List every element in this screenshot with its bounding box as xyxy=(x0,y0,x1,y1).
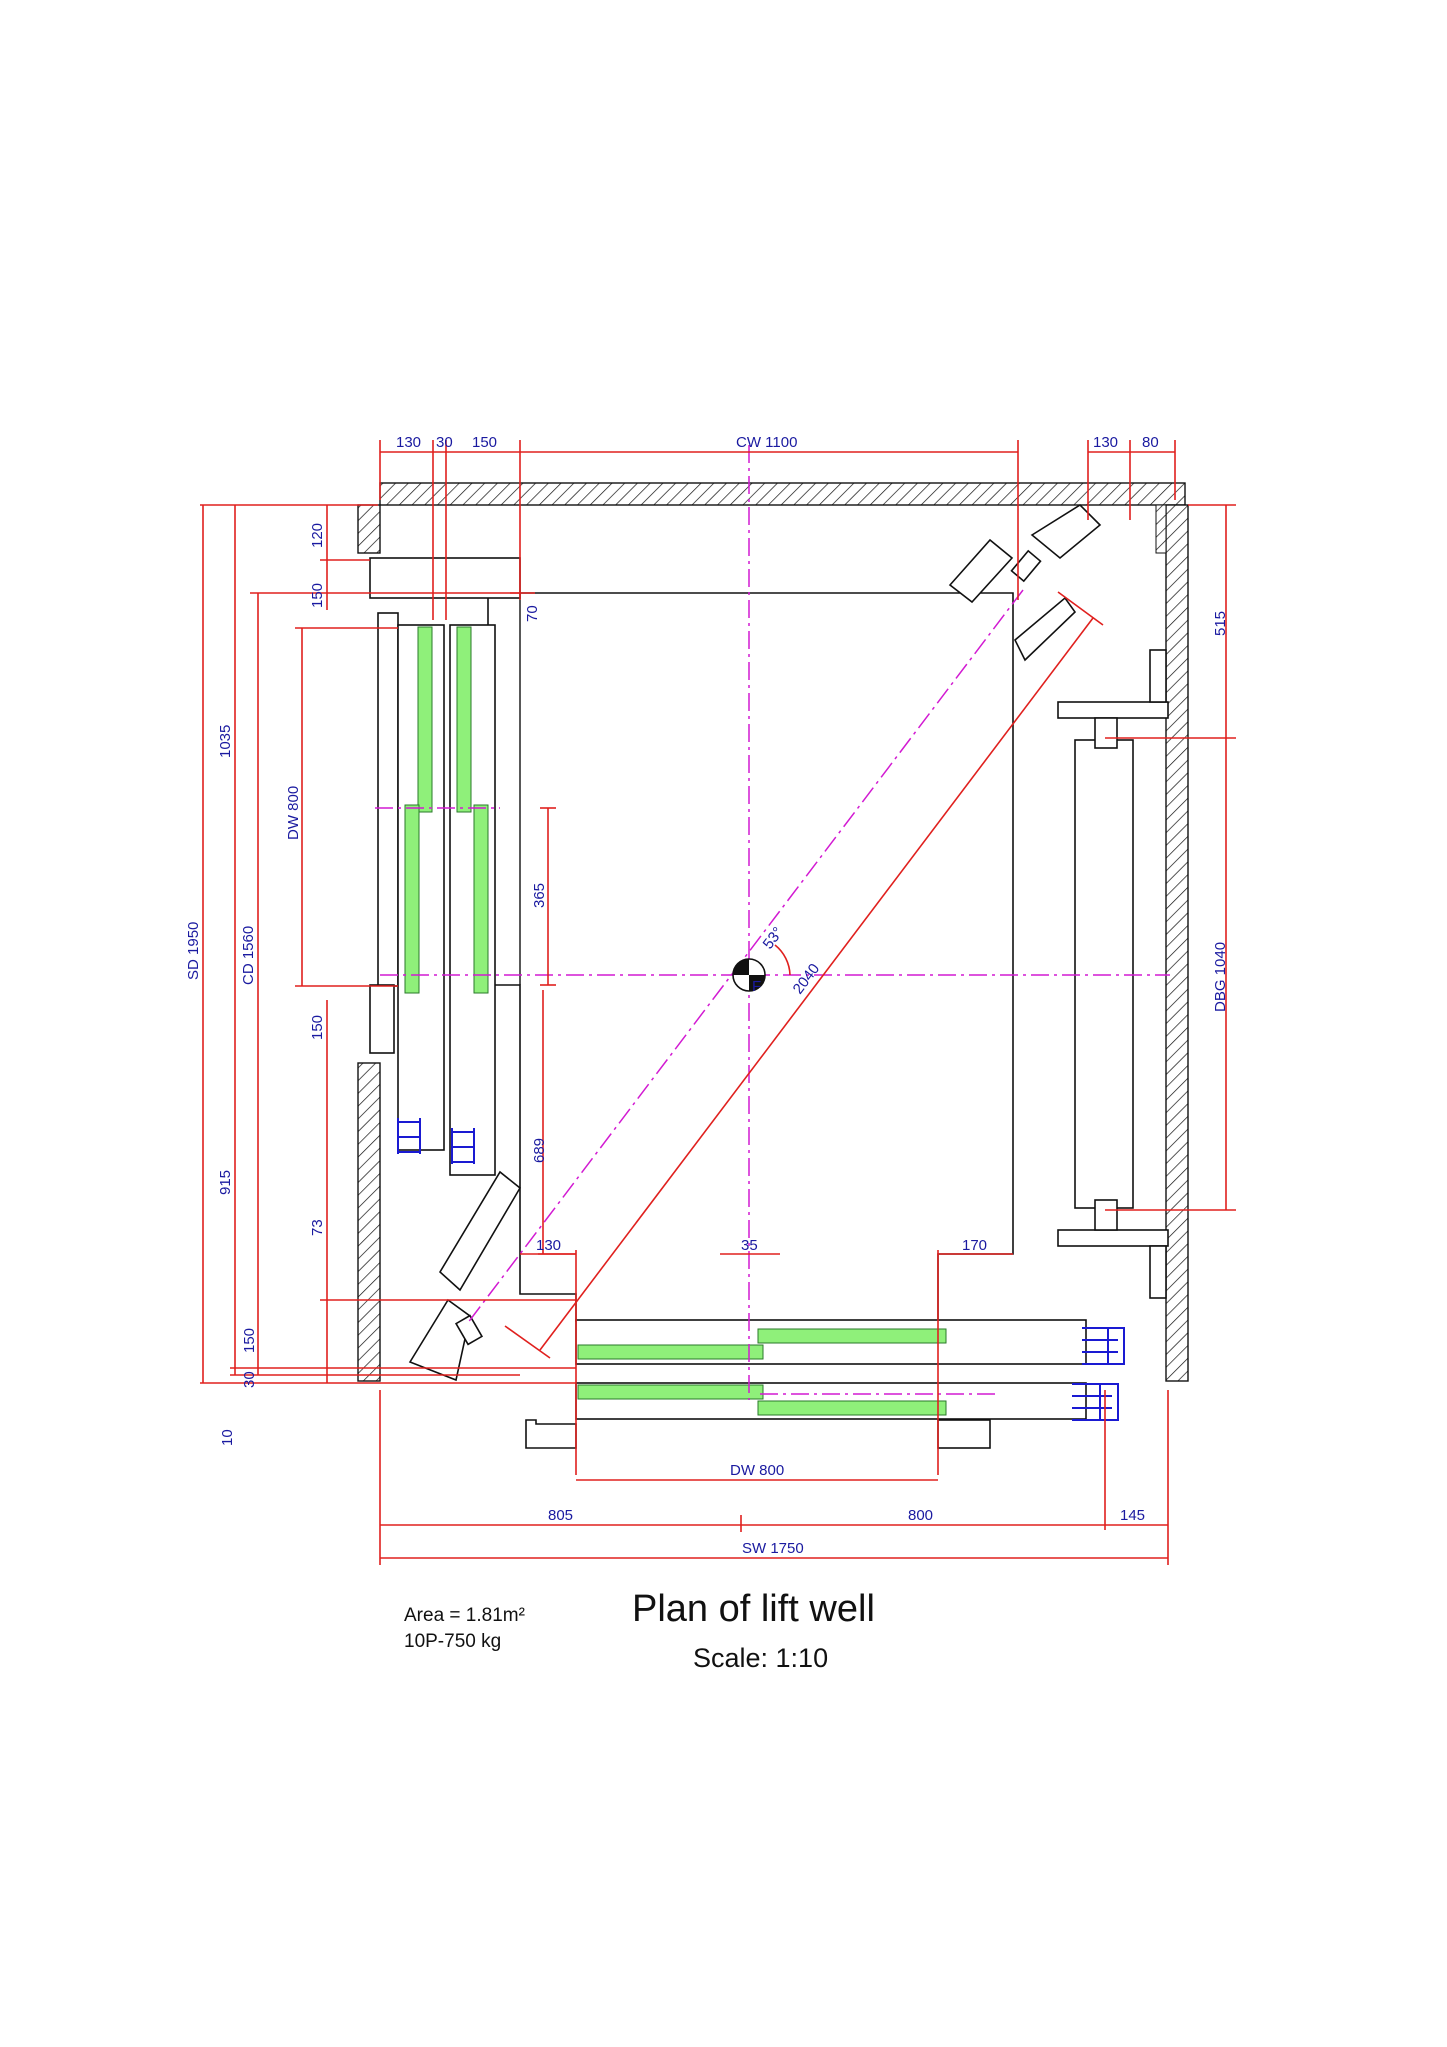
dim-right-515: 515 xyxy=(1212,611,1229,636)
door-panel xyxy=(404,804,420,994)
lift-car xyxy=(487,592,1014,1322)
left-door-assembly xyxy=(369,557,522,1382)
capacity-label: 10P-750 kg xyxy=(404,1631,501,1652)
door-panel xyxy=(577,1344,764,1360)
dim-top-cw: CW 1100 xyxy=(736,434,797,451)
dim-top-150: 150 xyxy=(472,434,497,451)
door-panel xyxy=(473,804,489,994)
door-panel xyxy=(757,1400,947,1416)
right-wall-ledge xyxy=(1155,504,1167,554)
shaft-walls xyxy=(357,482,1189,1382)
door-roller-icon xyxy=(397,1118,421,1154)
dim-top-r130: 130 xyxy=(1093,434,1118,451)
axis-lines xyxy=(375,445,1170,1400)
dim-left-73: 73 xyxy=(309,1219,326,1236)
dim-bot-sw: SW 1750 xyxy=(742,1540,804,1557)
door-panel xyxy=(417,626,433,813)
dimension-labels: 130 30 150 CW 1100 130 80 120 150 70 103… xyxy=(185,434,1229,1557)
door-roller-icon xyxy=(451,1128,475,1164)
door-roller-icon xyxy=(1072,1383,1119,1421)
dim-bot-145: 145 xyxy=(1120,1507,1145,1524)
counterweight-assembly xyxy=(948,503,1169,1299)
dim-left-sd: SD 1950 xyxy=(185,922,202,980)
left-wall-lower xyxy=(357,1062,381,1382)
dim-top-30: 30 xyxy=(436,434,453,451)
door-roller-icon xyxy=(1082,1327,1125,1365)
dim-bot-130: 130 xyxy=(536,1237,561,1254)
door-panel xyxy=(577,1384,764,1400)
dim-left-150c: 150 xyxy=(241,1328,258,1353)
dim-left-150a: 150 xyxy=(309,583,326,608)
dim-left-1035: 1035 xyxy=(217,725,234,758)
dim-mid-689: 689 xyxy=(531,1138,548,1163)
door-panel xyxy=(757,1328,947,1344)
caption: Area = 1.81m² 10P-750 kg Plan of lift we… xyxy=(404,1588,875,1673)
area-label: Area = 1.81m² xyxy=(404,1605,525,1626)
dim-left-30: 30 xyxy=(241,1371,258,1388)
dim-left-cd: CD 1560 xyxy=(240,926,257,985)
dim-top-130: 130 xyxy=(396,434,421,451)
bottom-door-assembly xyxy=(525,1319,1125,1449)
dimension-lines xyxy=(200,440,1236,1565)
scale-label: Scale: 1:10 xyxy=(693,1643,828,1673)
left-wall-upper xyxy=(357,504,381,554)
dim-top-r80: 80 xyxy=(1142,434,1159,451)
dim-bot-170: 170 xyxy=(962,1237,987,1254)
page-title: Plan of lift well xyxy=(632,1588,875,1630)
right-wall xyxy=(1165,504,1189,1382)
dim-bot-dw: DW 800 xyxy=(730,1462,784,1479)
dim-bot-805: 805 xyxy=(548,1507,573,1524)
center-label: F xyxy=(752,978,761,995)
dim-left-915: 915 xyxy=(217,1170,234,1195)
dim-left-150b: 150 xyxy=(309,1015,326,1040)
center-point-icon: F xyxy=(732,958,766,995)
door-panel xyxy=(456,626,472,813)
dim-left-10: 10 xyxy=(219,1429,236,1446)
car-outline xyxy=(487,592,1014,1322)
dim-left-120: 120 xyxy=(309,523,326,548)
dim-bot-800: 800 xyxy=(908,1507,933,1524)
top-wall xyxy=(379,482,1186,506)
dim-mid-365: 365 xyxy=(531,883,548,908)
dim-left-70: 70 xyxy=(524,605,541,622)
dim-bot-35: 35 xyxy=(741,1237,758,1254)
dim-left-dw: DW 800 xyxy=(285,786,302,840)
dim-right-dbg: DBG 1040 xyxy=(1212,942,1229,1012)
